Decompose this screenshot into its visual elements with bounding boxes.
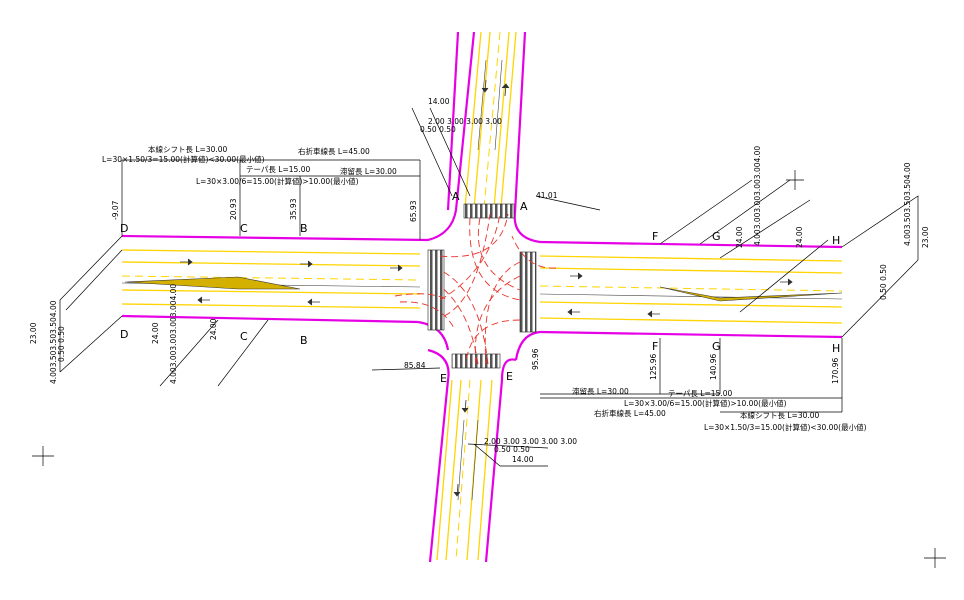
station-12596: 125.96	[649, 354, 658, 380]
bottom-lane-widths-sub: 0.50 0.50	[494, 445, 530, 454]
section-markers: D C B D C B F G H F G H A A E E	[120, 190, 840, 385]
median-taper-east	[659, 286, 843, 302]
right-stack-a: 4.003.003.003.003.004.00	[753, 146, 762, 246]
marker-e-left: E	[440, 372, 447, 385]
marker-a-left: A	[452, 190, 460, 203]
north-south-road	[427, 31, 541, 563]
taper-calc-bottom: L=30×3.00/6=15.00(計算値)>10.00(最小値)	[624, 398, 787, 408]
bottom-width-label: 14.00	[512, 455, 534, 464]
taper-label-top: テーパ長 L=15.00	[246, 165, 310, 174]
left-width-total: 23.00	[29, 322, 38, 344]
right-stack-b: 4.003.503.503.504.00	[903, 162, 912, 246]
marker-e-right: E	[506, 370, 513, 383]
station-2093: 20.93	[229, 198, 238, 220]
east-west-road	[121, 234, 843, 361]
left-lane-sub: 0.50 0.50	[57, 326, 66, 362]
bottom-lane-widths-label: 2.00 3.00 3.00 3.00 3.00	[484, 437, 577, 446]
storage-label-bottom: 滞留長 L=30.00	[572, 386, 629, 396]
station-17096: 170.96	[831, 358, 840, 384]
station-top-label: 41.01	[536, 191, 558, 200]
main-shift-calc-bottom: L=30×1.50/3=15.00(計算値)<30.00(最小値)	[704, 422, 867, 432]
marker-b-top: B	[300, 222, 308, 235]
main-shift-label-bottom: 本線シフト長 L=30.00	[740, 410, 820, 420]
marker-h-bottom: H	[832, 342, 840, 355]
marker-h-top: H	[832, 234, 840, 247]
marker-d-top: D	[120, 222, 128, 235]
main-shift-calc-top: L=30×1.50/3=15.00(計算値)<30.00(最小値)	[102, 154, 265, 164]
storage-label-top: 滞留長 L=30.00	[340, 166, 397, 176]
main-shift-label-top: 本線シフト長 L=30.00	[148, 144, 228, 154]
top-lane-widths-label: 2.00 3.00 3.00 3.00	[428, 117, 502, 126]
median-taper-west	[124, 276, 301, 290]
marker-d-bottom: D	[120, 328, 128, 341]
crosswalks	[427, 203, 537, 369]
left-stack-b: 4.003.003.003.003.004.00	[169, 284, 178, 384]
left-lane-stack: 4.003.503.503.504.00	[49, 300, 58, 384]
taper-calc-top: L=30×3.00/6=15.00(計算値)>10.00(最小値)	[196, 176, 359, 186]
station-6593: 65.93	[409, 200, 418, 222]
lane-arrows	[180, 79, 793, 497]
marker-f-bottom: F	[652, 340, 658, 353]
station-14096: 140.96	[709, 354, 718, 380]
turning-tracks	[394, 213, 557, 365]
marker-c-top: C	[240, 222, 248, 235]
left-width-24a: 24.00	[151, 322, 160, 344]
right-turn-lane-label-bottom: 右折車線長 L=45.00	[594, 408, 666, 418]
marker-f-top: F	[652, 230, 658, 243]
marker-g-top: G	[712, 230, 721, 243]
marker-c-bottom: C	[240, 330, 248, 343]
top-lane-widths-sub: 0.50 0.50	[420, 125, 456, 134]
right-lane-sub: 0.50 0.50	[879, 264, 888, 300]
right-width-total: 23.00	[921, 226, 930, 248]
marker-b-bottom: B	[300, 334, 308, 347]
marker-a-right: A	[520, 200, 528, 213]
station-3593: 35.93	[289, 198, 298, 220]
station-labels: -9.07 20.93 35.93 65.93 125.96 140.96 17…	[29, 146, 930, 384]
taper-label-bottom: テーパ長 L=15.00	[668, 389, 732, 398]
marker-g-bottom: G	[712, 340, 721, 353]
station-bottom-left-label: 85.84	[404, 361, 426, 370]
dimension-lines	[32, 107, 946, 568]
right-width-24a: 24.00	[735, 226, 744, 248]
right-turn-lane-label-top: 右折車線長 L=45.00	[298, 146, 370, 156]
station-9596: 95.96	[531, 348, 540, 370]
left-width-24b: 24.00	[209, 318, 218, 340]
top-width-label: 14.00	[428, 97, 450, 106]
station-minus-907: -9.07	[111, 200, 120, 220]
right-width-24b: 24.00	[795, 226, 804, 248]
